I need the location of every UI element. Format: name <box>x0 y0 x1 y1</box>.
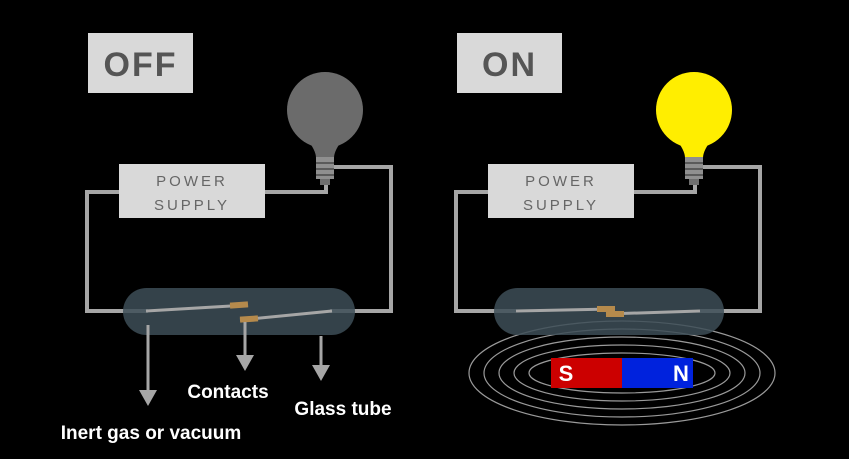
callout-glass-tube: Glass tube <box>294 399 391 420</box>
off-power-supply-box <box>119 164 265 218</box>
on-contact-upper <box>597 306 615 312</box>
callout-arrows <box>139 322 330 406</box>
bar-magnet: S N <box>551 358 693 388</box>
magnet-north-pole <box>622 358 693 388</box>
on-light-bulb <box>656 72 732 185</box>
on-panel: ON POWER SUPPLY <box>454 33 776 426</box>
off-power-supply-line2: SUPPLY <box>154 197 230 214</box>
on-state-label: ON <box>482 46 537 84</box>
on-bulb-neck <box>675 138 713 158</box>
off-circuit-wire <box>85 165 393 313</box>
magnet-south-label: S <box>559 361 574 386</box>
on-reed-left <box>515 307 613 313</box>
callout-contacts: Contacts <box>187 382 268 403</box>
on-power-supply-line2: SUPPLY <box>523 197 599 214</box>
off-glass-tube <box>123 288 355 335</box>
off-state-label: OFF <box>104 46 178 84</box>
off-contact-lower <box>239 315 259 323</box>
on-power-supply-line1: POWER <box>525 173 597 190</box>
off-contact-upper <box>229 301 249 309</box>
on-bulb-glass <box>656 72 732 148</box>
on-circuit-wire <box>454 165 762 313</box>
off-bulb-glass <box>287 72 363 148</box>
magnet-north-label: N <box>673 361 689 386</box>
off-state-box <box>88 33 193 93</box>
off-light-bulb <box>287 72 363 185</box>
on-power-supply-box <box>488 164 634 218</box>
off-panel: OFF POWER SUPPLY <box>61 33 393 444</box>
on-contact-lower <box>606 311 624 317</box>
off-bulb-neck <box>306 138 344 158</box>
off-power-supply-line1: POWER <box>156 173 228 190</box>
callout-inert-gas: Inert gas or vacuum <box>61 423 242 444</box>
on-state-box <box>457 33 562 93</box>
magnet-south-pole <box>551 358 622 388</box>
